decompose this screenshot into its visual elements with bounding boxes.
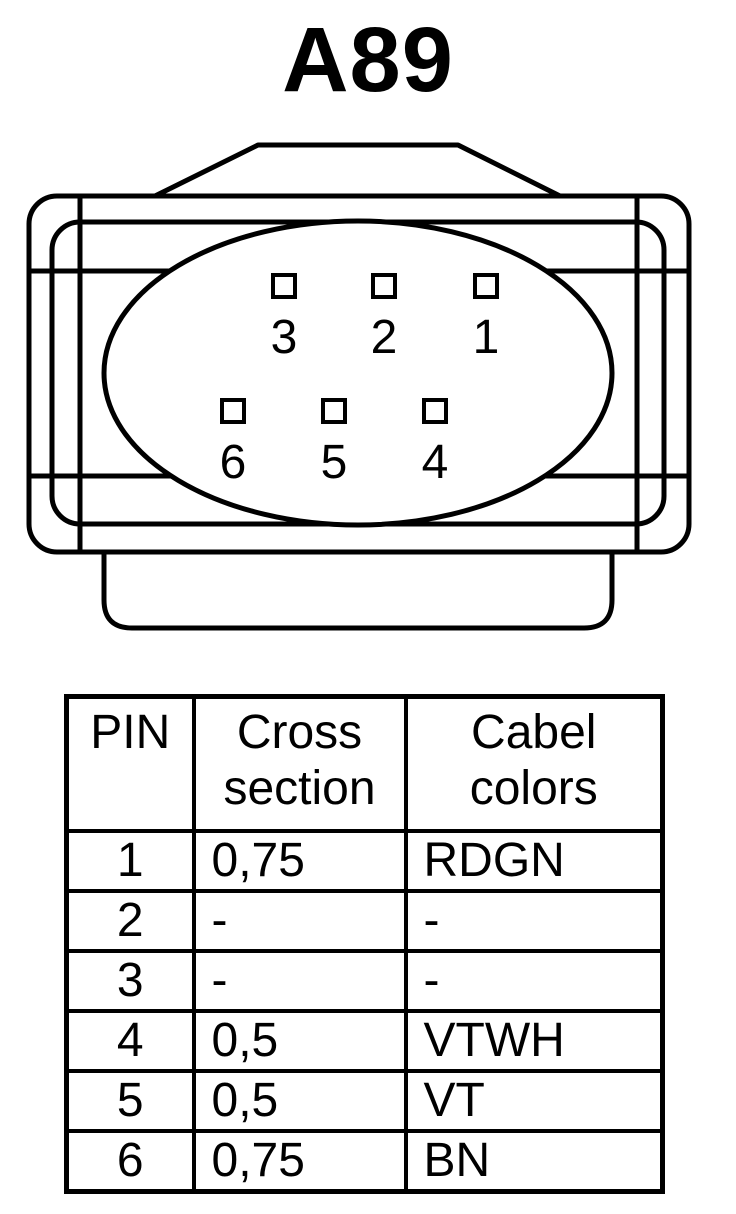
cell-pin: 3: [64, 949, 196, 1013]
header-pin: PIN: [64, 694, 196, 833]
cell-cable-color: VTWH: [403, 1009, 665, 1073]
table-row: 5 0,5 VT: [64, 1069, 665, 1133]
cell-cable-color: BN: [403, 1129, 665, 1194]
pin-label-2: 2: [371, 311, 398, 364]
connector-bottom-tab: [101, 552, 615, 631]
cell-cable-color: RDGN: [403, 829, 665, 893]
connector-outer-housing: [26, 193, 692, 555]
table-header-row: PIN Cross section Cabel colors: [64, 694, 665, 833]
pin-label-3: 3: [271, 311, 298, 364]
connector-top-tab: [153, 142, 562, 199]
cell-pin: 6: [64, 1129, 196, 1194]
pin-contact-5: [321, 398, 347, 424]
cell-cross-section: 0,5: [191, 1009, 408, 1073]
cell-cable-color: VT: [403, 1069, 665, 1133]
pin-contact-3: [271, 273, 297, 299]
pin-label-5: 5: [321, 436, 348, 489]
connector-title: A89: [282, 9, 454, 111]
connector-face: [101, 218, 615, 528]
cell-pin: 5: [64, 1069, 196, 1133]
cell-cross-section: 0,75: [191, 829, 408, 893]
pin-label-1: 1: [473, 311, 500, 364]
pin-assignment-table: PIN Cross section Cabel colors 1 0,75 RD…: [64, 694, 665, 1194]
cell-cross-section: 0,5: [191, 1069, 408, 1133]
table-row: 2 - -: [64, 889, 665, 953]
pin-contact-4: [422, 398, 448, 424]
connector-diagram: 3 2 1 6 5 4: [26, 142, 692, 631]
pin-label-6: 6: [220, 436, 247, 489]
cell-cross-section: -: [191, 889, 408, 953]
cell-pin: 1: [64, 829, 196, 893]
cell-cross-section: 0,75: [191, 1129, 408, 1194]
pin-label-4: 4: [422, 436, 449, 489]
table-row: 3 - -: [64, 949, 665, 1013]
cell-pin: 2: [64, 889, 196, 953]
table-row: 1 0,75 RDGN: [64, 829, 665, 893]
header-cable-colors: Cabel colors: [403, 694, 665, 833]
cell-cross-section: -: [191, 949, 408, 1013]
cell-cable-color: -: [403, 949, 665, 1013]
cell-pin: 4: [64, 1009, 196, 1073]
pin-contact-1: [473, 273, 499, 299]
cell-cable-color: -: [403, 889, 665, 953]
pin-contact-2: [371, 273, 397, 299]
table-row: 6 0,75 BN: [64, 1129, 665, 1194]
pin-contact-6: [220, 398, 246, 424]
table-row: 4 0,5 VTWH: [64, 1009, 665, 1073]
header-cross-section: Cross section: [191, 694, 408, 833]
